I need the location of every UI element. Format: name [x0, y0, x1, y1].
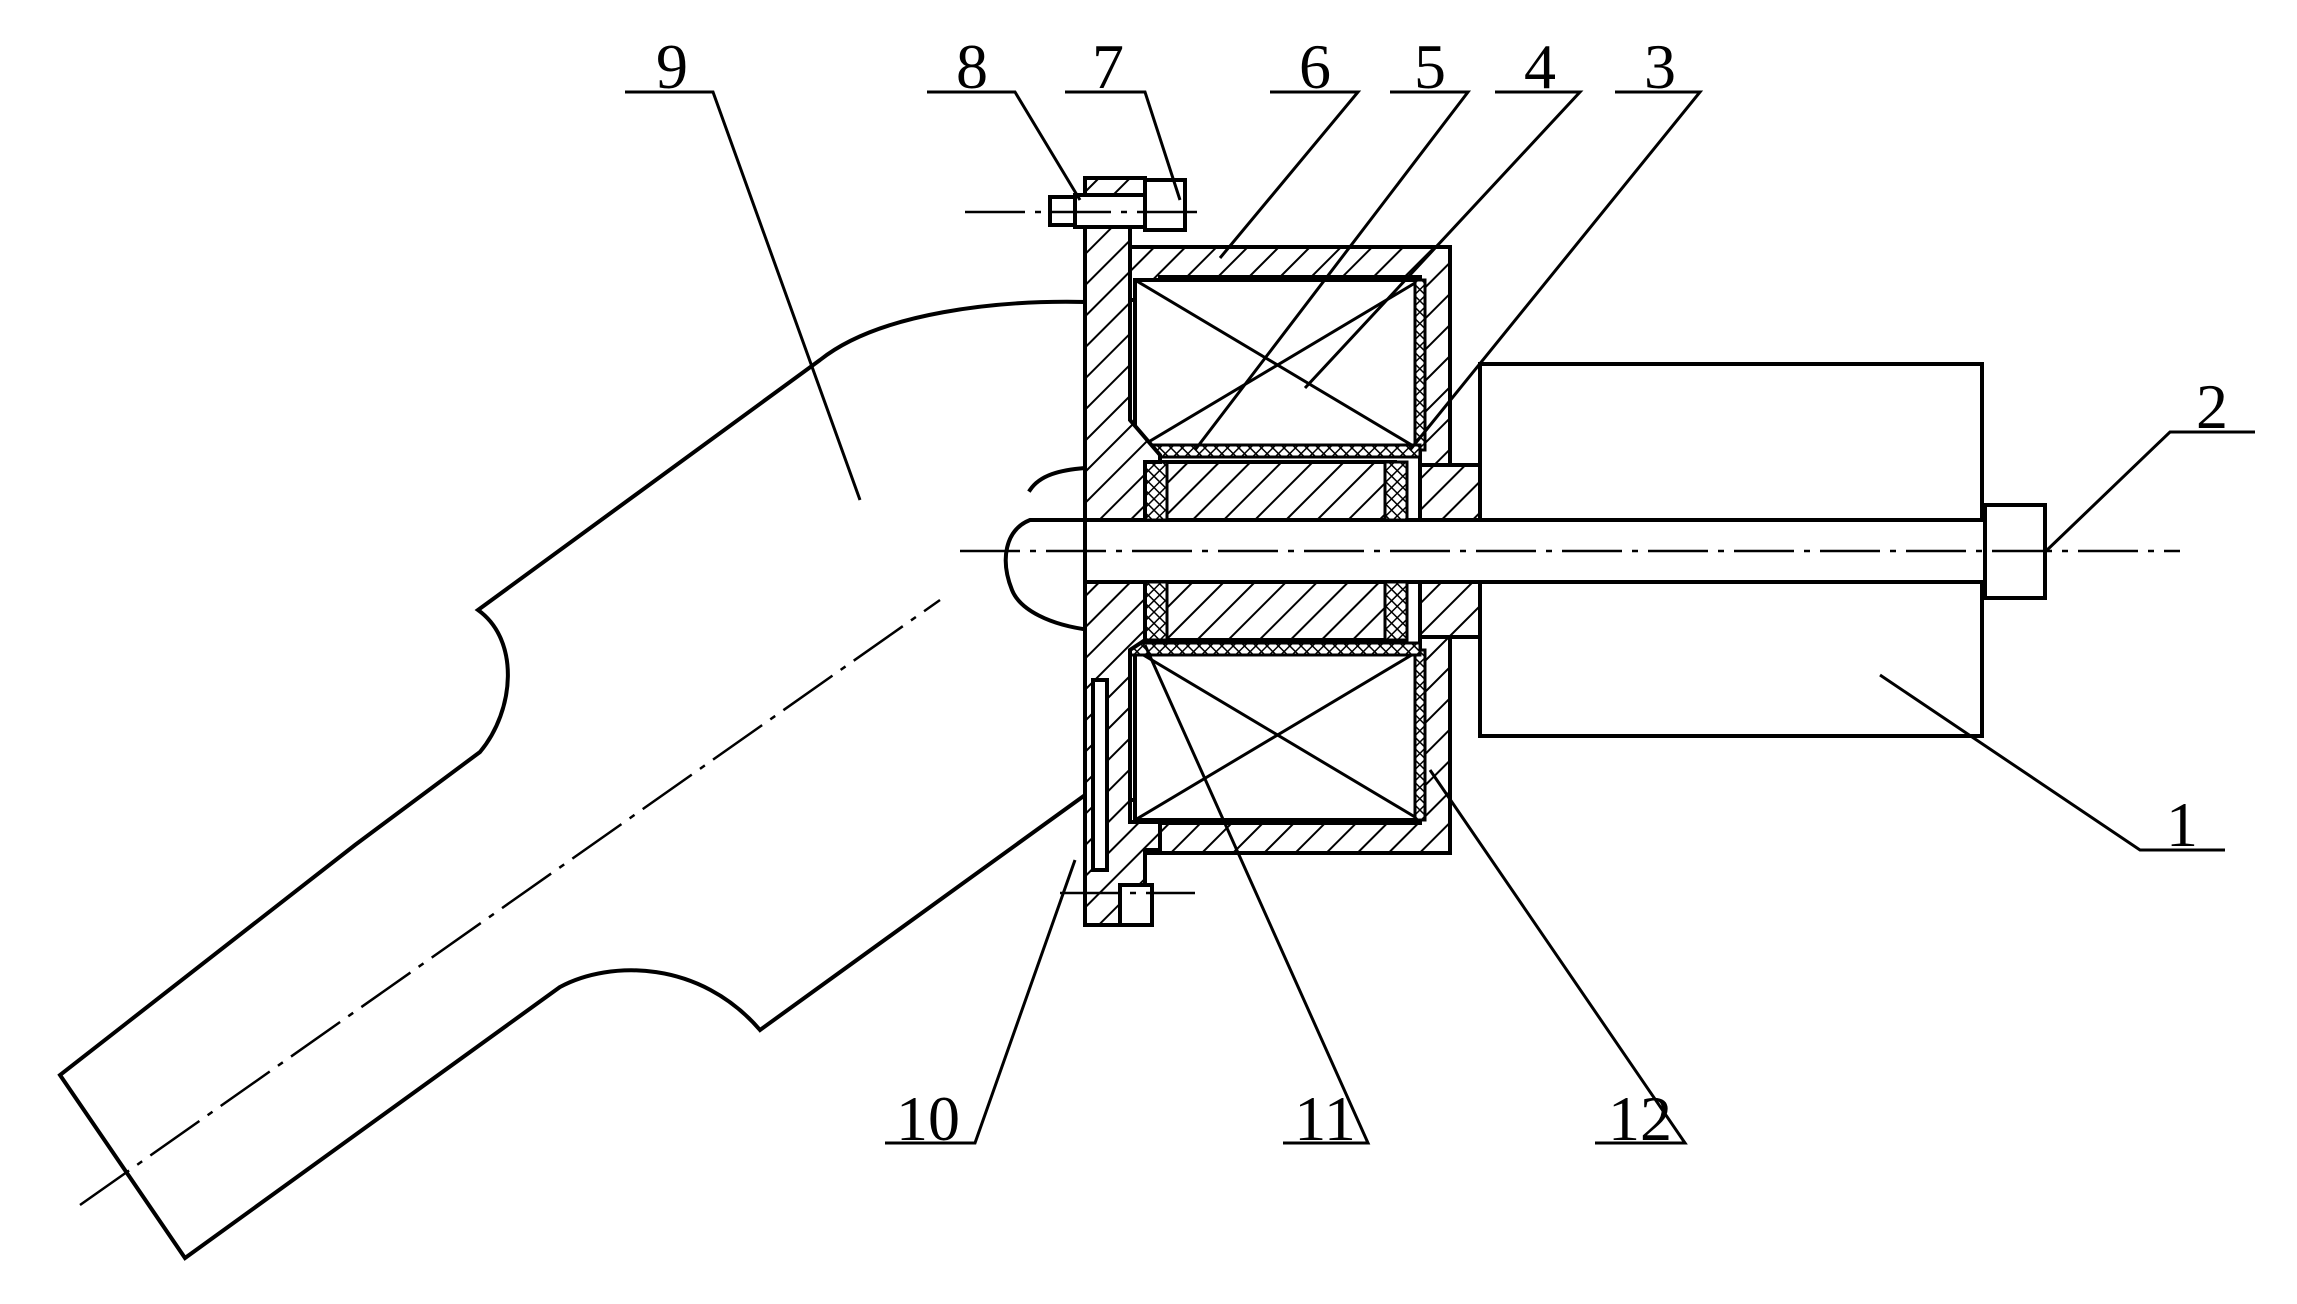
bolt-top	[965, 176, 1200, 232]
label-3: 3	[1644, 31, 1676, 102]
label-11: 11	[1294, 1083, 1356, 1154]
bolt-nut-part-7	[1143, 178, 1187, 232]
label-2: 2	[2196, 371, 2228, 442]
leader-lines	[625, 90, 2255, 1145]
coil-upper-part-4	[1133, 278, 1422, 452]
arm-centerline	[79, 598, 941, 1207]
label-10: 10	[896, 1083, 960, 1154]
rotor-hub	[1143, 460, 1482, 642]
label-5: 5	[1414, 31, 1446, 102]
bolt-bottom	[1060, 883, 1195, 927]
label-12: 12	[1608, 1083, 1672, 1154]
arm-part-9	[57, 299, 1088, 1261]
label-4: 4	[1524, 31, 1556, 102]
label-9: 9	[656, 31, 688, 102]
part-labels: 9 8 7 6 5 4 3 2 1 10 11 12	[656, 31, 2228, 1154]
coil-lower-part-12	[1133, 648, 1422, 822]
flange-plate	[1083, 198, 1162, 927]
flange-slot-part-10	[1091, 678, 1109, 872]
label-8: 8	[956, 31, 988, 102]
label-7: 7	[1092, 31, 1124, 102]
label-6: 6	[1299, 31, 1331, 102]
label-1: 1	[2166, 789, 2198, 860]
